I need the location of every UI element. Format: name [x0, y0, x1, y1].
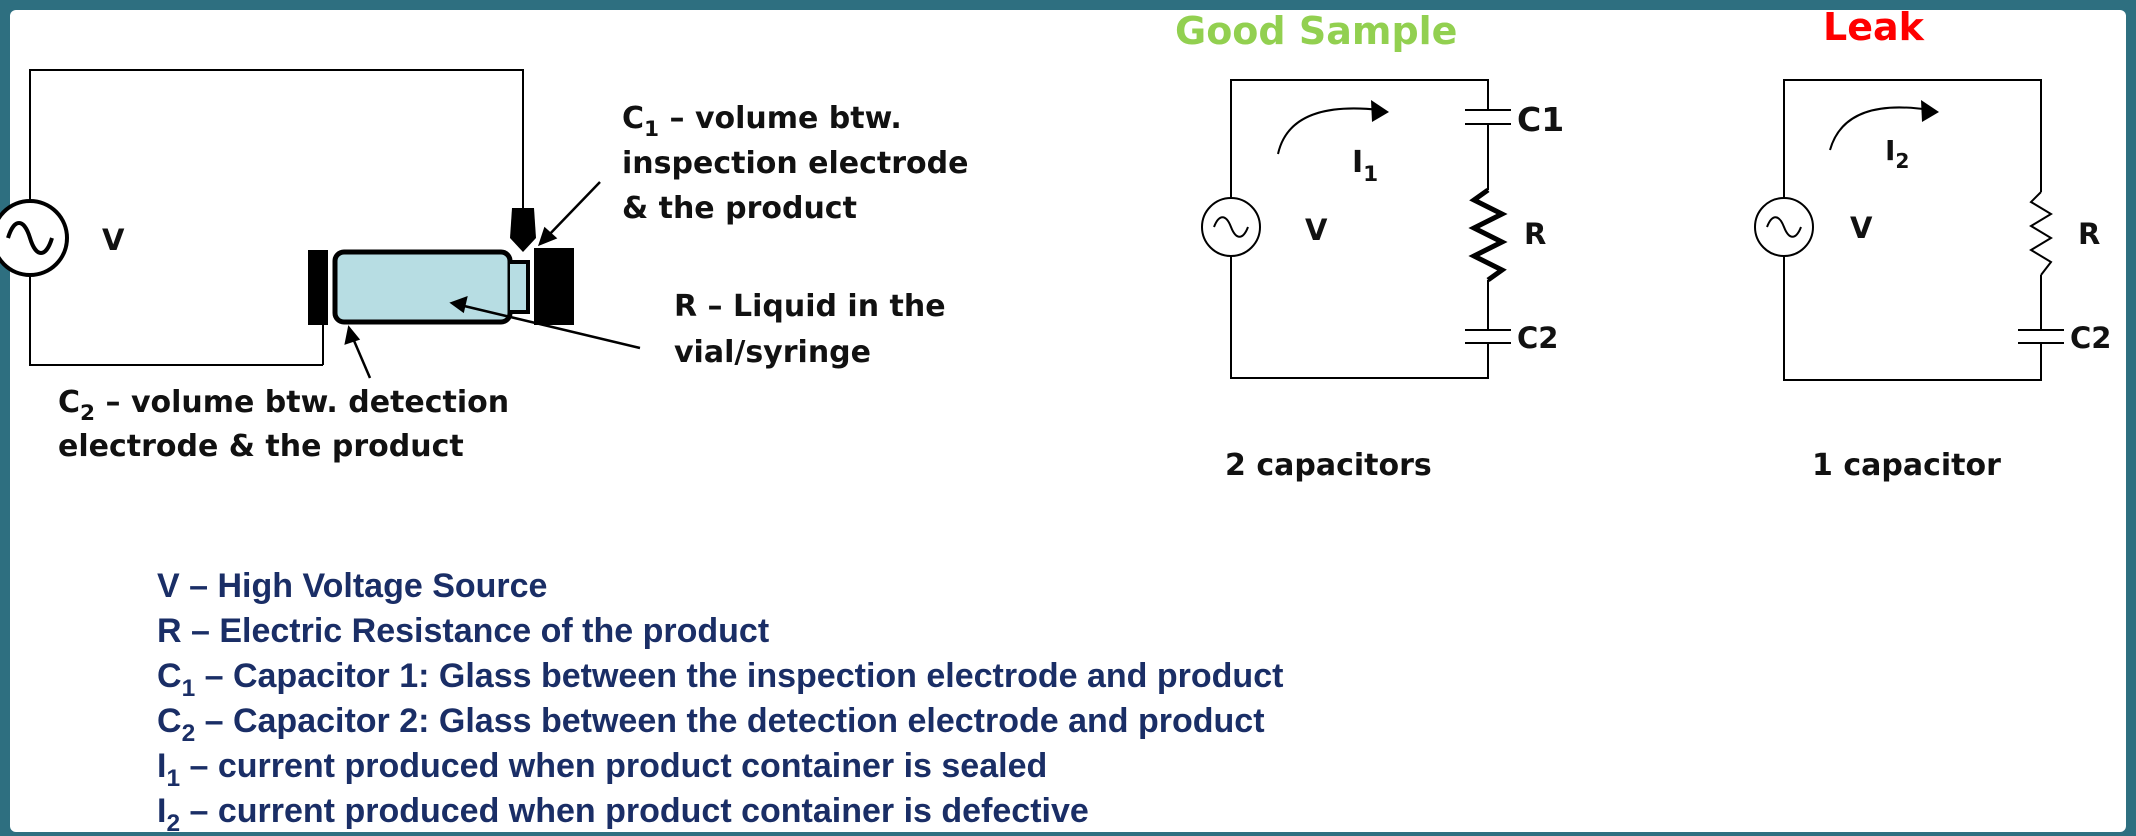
setup-arrows: [344, 181, 641, 379]
leak-current-arrow: [1829, 106, 1931, 151]
arrow-c1: [545, 181, 601, 239]
voltage-source-circle: [0, 199, 69, 277]
leak-r-label: R: [2078, 217, 2100, 251]
legend-v: V – High Voltage Source: [157, 567, 547, 605]
leak-wire-top: [1783, 79, 2042, 198]
good-r-label: R: [1524, 217, 1546, 251]
slide-background: [10, 10, 2126, 832]
leak-wire-bottom: [1783, 256, 2042, 381]
good-voltage-source: [1201, 197, 1261, 257]
good-c2-label: C2: [1517, 321, 1558, 355]
c2-desc-line2: electrode & the product: [58, 429, 464, 464]
arrow-r: [459, 303, 641, 350]
leak-sine-icon: [1766, 216, 1802, 238]
c1-desc-line2: inspection electrode: [622, 146, 968, 181]
good-current-arrow: [1277, 107, 1381, 155]
leak-title: Leak: [1823, 5, 1925, 49]
good-circuit: [1230, 79, 1511, 379]
legend-c2: C2 – Capacitor 2: Glass between the dete…: [157, 702, 1265, 747]
c2-desc-line1: C2 – volume btw. detection: [58, 385, 509, 426]
arrow-r-head: [449, 296, 468, 314]
leak-v-label: V: [1850, 211, 1873, 245]
leak-c2-label: C2: [2070, 321, 2111, 355]
arrow-c2: [350, 335, 372, 379]
r-desc-line1: R – Liquid in the: [674, 289, 946, 324]
legend-r: R – Electric Resistance of the product: [157, 612, 769, 650]
detection-electrode: [308, 250, 328, 325]
leak-voltage-source: [1754, 197, 1814, 257]
legend-i1: I1 – current produced when product conta…: [157, 747, 1047, 792]
good-resistor: [1468, 187, 1508, 283]
vial-neck: [510, 260, 530, 314]
setup-wire: [29, 69, 524, 366]
leak-circuit: [1783, 79, 2064, 381]
setup-voltage-source: [0, 199, 69, 277]
sine-wave-icon: [6, 221, 54, 255]
good-wire-bottom: [1230, 256, 1489, 379]
leak-current-arrowhead: [1921, 100, 1939, 122]
inspection-electrode-plate: [534, 248, 574, 325]
arrow-c1-head: [537, 226, 558, 247]
inspection-electrode-tip: [510, 208, 536, 252]
good-c1-label: C1: [1517, 100, 1564, 139]
leak-resistor: [2029, 191, 2053, 276]
c1-desc-line1: C1 – volume btw.: [622, 101, 902, 142]
good-i-label: I1: [1352, 145, 1378, 187]
c1-desc-line3: & the product: [622, 191, 857, 226]
good-v-label: V: [1305, 213, 1328, 247]
leak-caption: 1 capacitor: [1812, 448, 2001, 483]
arrow-c2-head: [344, 325, 361, 345]
good-current-arrowhead: [1371, 100, 1389, 122]
good-sine-icon: [1213, 216, 1249, 238]
legend: V – High Voltage Source R – Electric Res…: [157, 567, 1283, 836]
legend-i2: I2 – current produced when product conta…: [157, 792, 1089, 832]
setup-v-label: V: [102, 223, 125, 257]
r-desc-line2: vial/syringe: [674, 335, 871, 370]
good-sample-title: Good Sample: [1175, 9, 1457, 53]
good-wire-top: [1230, 79, 1489, 198]
leak-i-label: I2: [1885, 134, 1909, 173]
legend-c1: C1 – Capacitor 1: Glass between the insp…: [157, 657, 1283, 702]
good-caption: 2 capacitors: [1225, 448, 1432, 483]
setup-diagram: [29, 69, 524, 366]
